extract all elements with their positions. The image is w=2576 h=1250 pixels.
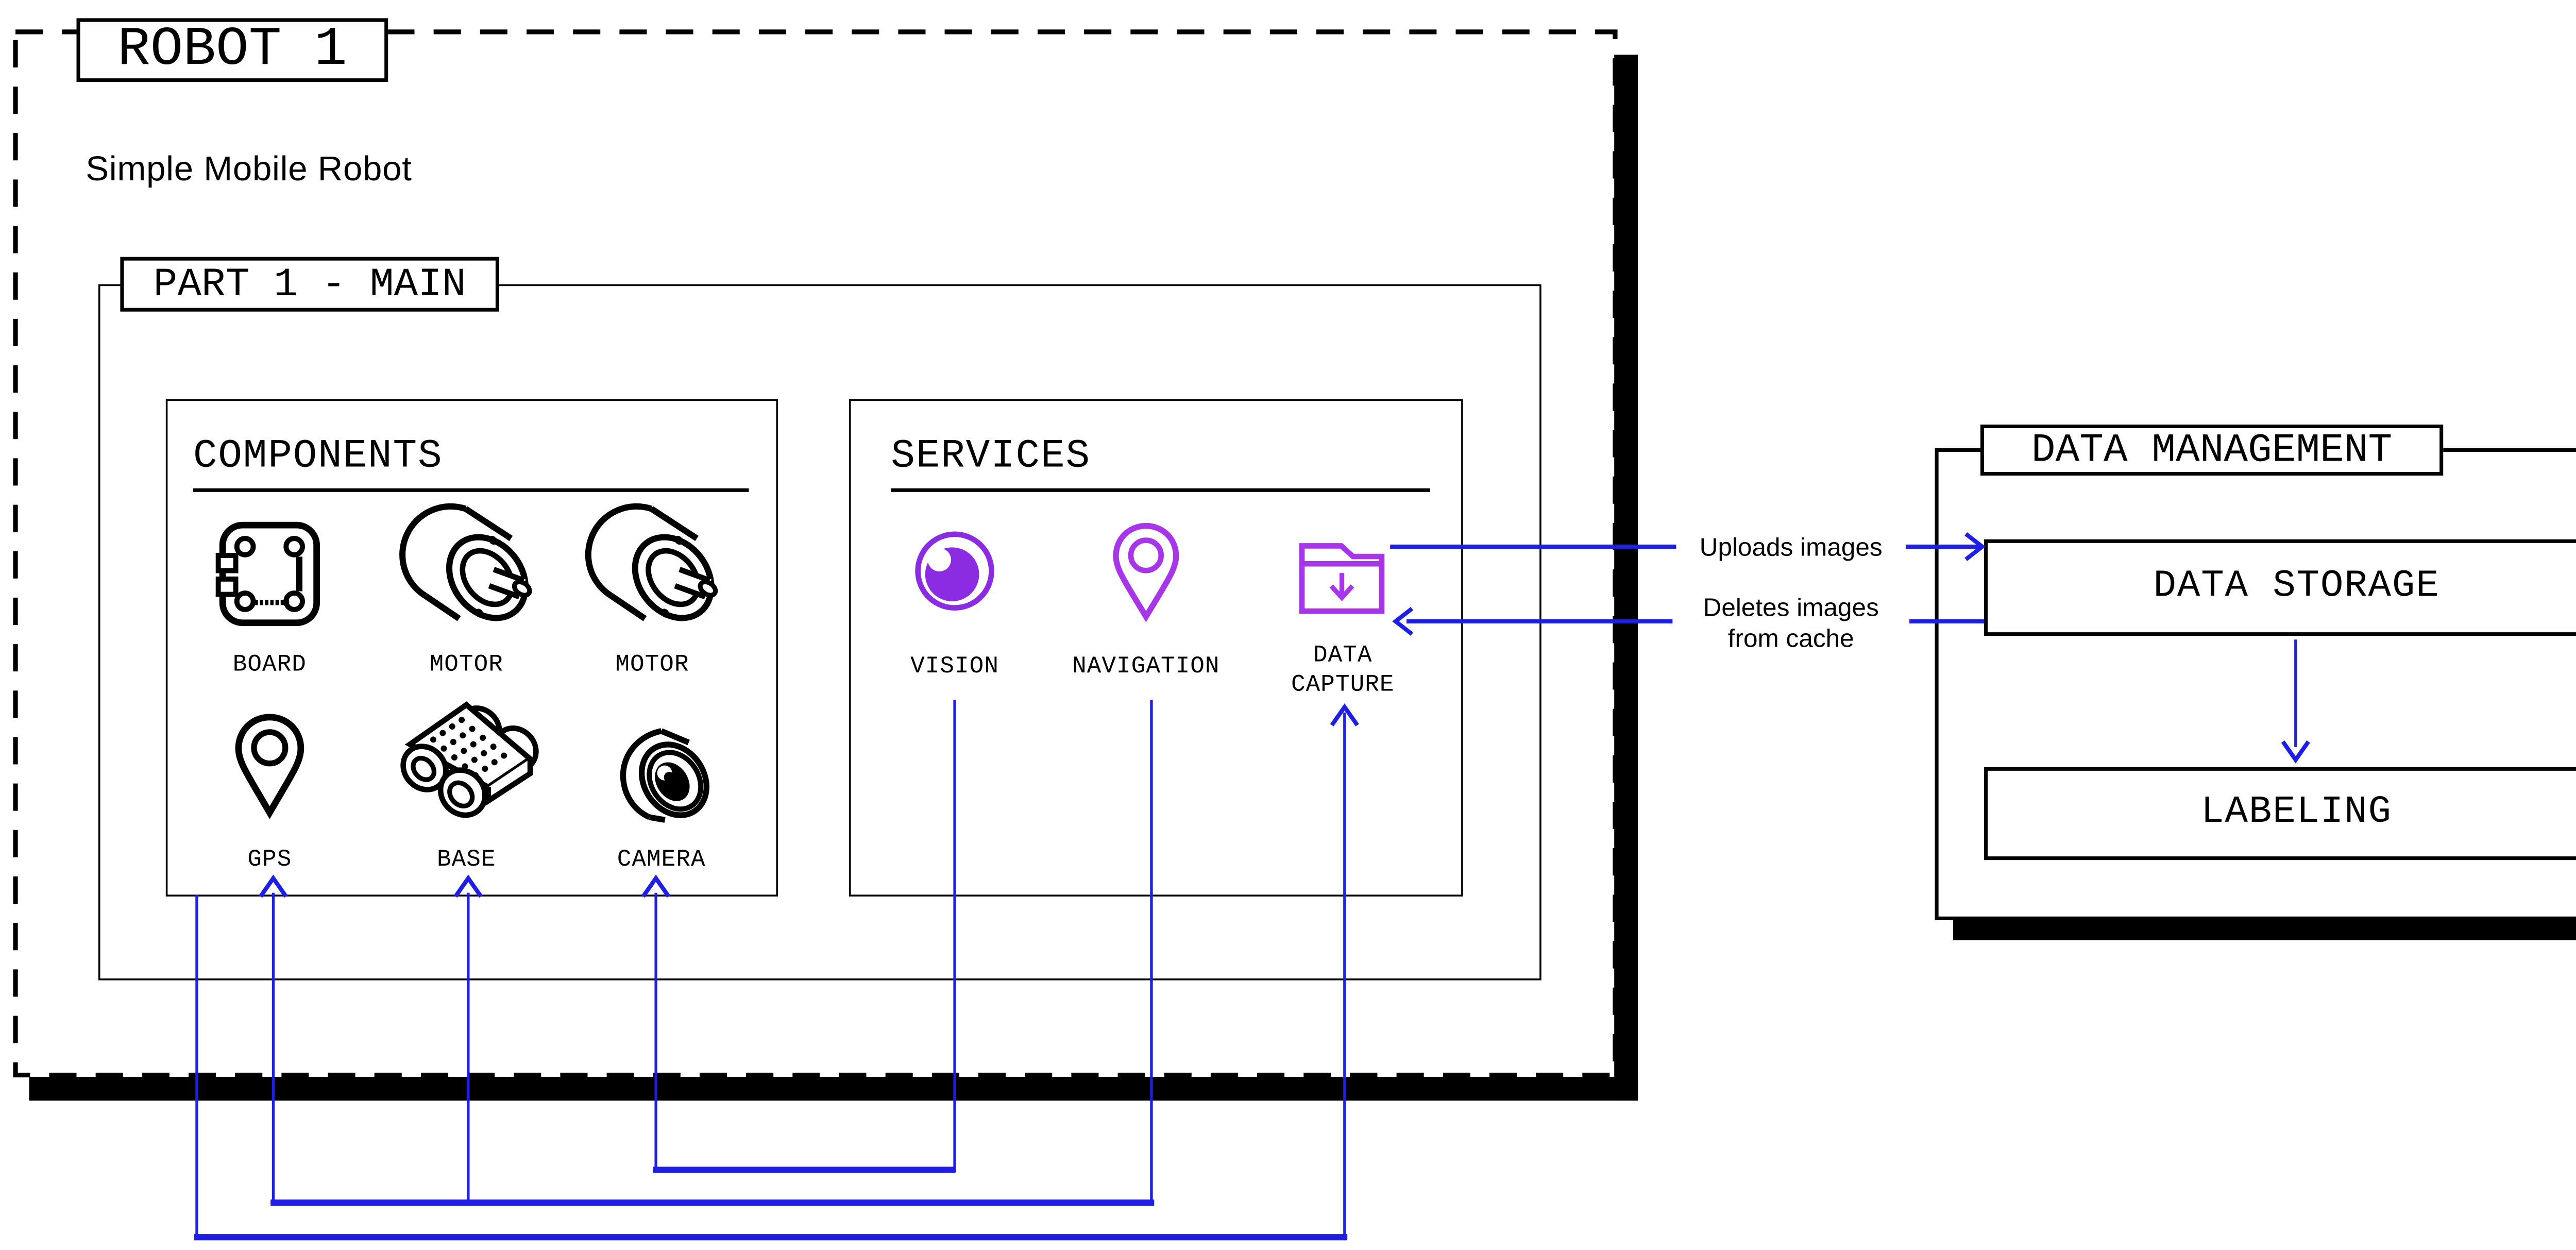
part1-label: PART 1 - MAIN bbox=[153, 261, 466, 307]
board-icon bbox=[215, 519, 323, 629]
components-title: COMPONENTS bbox=[193, 433, 443, 480]
gps-icon bbox=[233, 713, 306, 819]
motor-label-2: MOTOR bbox=[615, 650, 689, 678]
robot-shadow-right bbox=[1614, 55, 1638, 1101]
data-capture-label-line1: DATA bbox=[1313, 641, 1372, 669]
deletes-arrow-label-line1: Deletes images bbox=[1703, 592, 1879, 621]
vision-icon bbox=[913, 530, 997, 614]
data-capture-icon bbox=[1297, 536, 1386, 616]
board-label: BOARD bbox=[232, 650, 307, 678]
robot-title: ROBOT 1 bbox=[117, 19, 347, 81]
gps-label: GPS bbox=[247, 845, 292, 873]
data-storage-box: DATA STORAGE bbox=[1984, 539, 2576, 636]
services-box bbox=[849, 399, 1463, 897]
services-title: SERVICES bbox=[891, 433, 1091, 480]
navigation-icon bbox=[1110, 521, 1182, 622]
components-divider bbox=[193, 488, 749, 492]
motor-icon-2 bbox=[585, 503, 718, 631]
data-management-label: DATA MANAGEMENT bbox=[2031, 427, 2393, 473]
robot-title-box: ROBOT 1 bbox=[76, 18, 388, 82]
part1-label-box: PART 1 - MAIN bbox=[120, 257, 499, 312]
navigation-label: NAVIGATION bbox=[1072, 652, 1220, 680]
motor-label: MOTOR bbox=[429, 650, 503, 678]
services-divider bbox=[891, 488, 1431, 492]
data-storage-label: DATA STORAGE bbox=[2153, 566, 2440, 609]
base-icon bbox=[394, 701, 543, 825]
robot-dashed-border bbox=[13, 29, 1618, 1078]
robot-subtitle: Simple Mobile Robot bbox=[86, 151, 412, 190]
vision-label: VISION bbox=[910, 652, 999, 680]
robot-shadow-bottom bbox=[29, 1076, 1638, 1101]
camera-icon bbox=[614, 723, 709, 823]
uploads-arrow-label: Uploads images bbox=[1699, 532, 1883, 562]
labeling-label: LABELING bbox=[2201, 792, 2392, 835]
base-label: BASE bbox=[437, 845, 496, 873]
data-management-label-box: DATA MANAGEMENT bbox=[1980, 424, 2444, 476]
motor-icon bbox=[399, 503, 532, 631]
labeling-box: LABELING bbox=[1984, 767, 2576, 860]
deletes-arrow-label-line2: from cache bbox=[1727, 623, 1854, 653]
camera-label: CAMERA bbox=[617, 845, 706, 873]
data-capture-label-line2: CAPTURE bbox=[1291, 670, 1395, 698]
